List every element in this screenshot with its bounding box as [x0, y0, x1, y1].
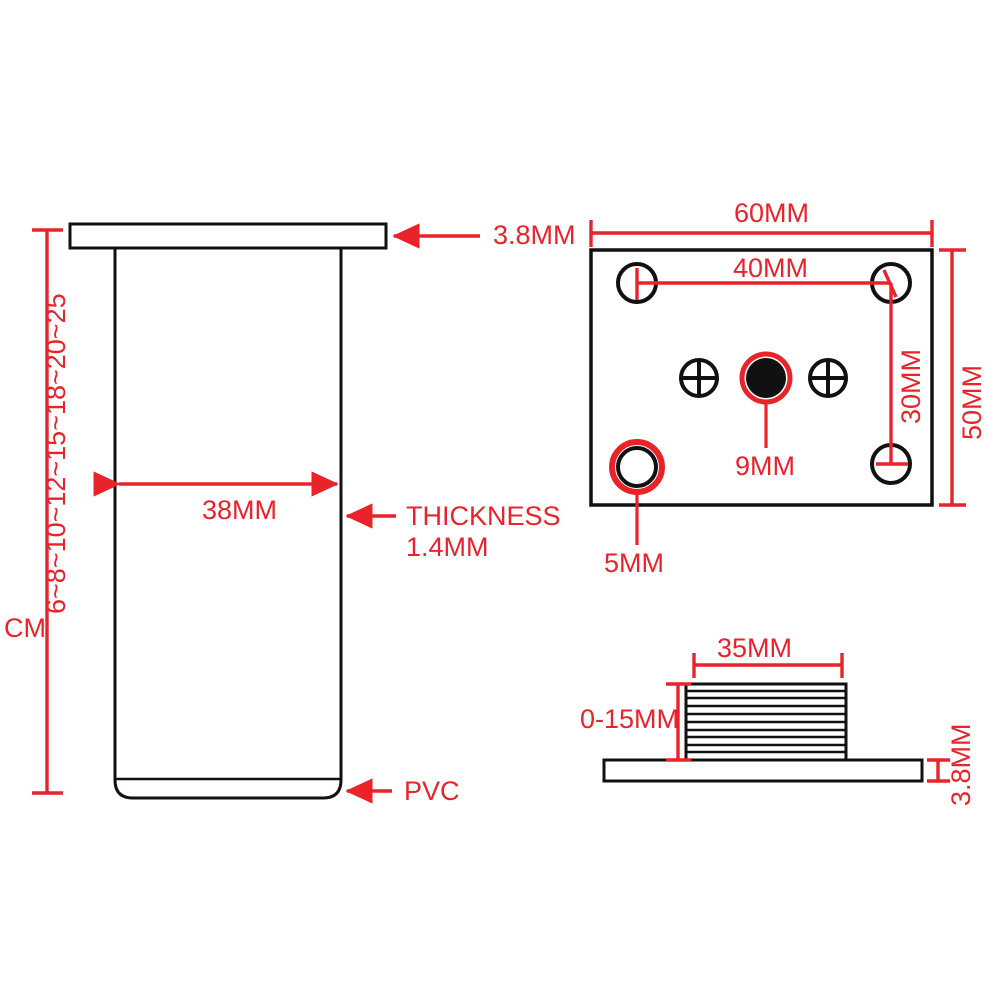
label-plate-height: 50MM [957, 364, 987, 440]
label-base-thickness: 3.8MM [946, 723, 976, 806]
dim-hole-spacing-horizontal [635, 268, 891, 300]
label-corner-hole-size: 5MM [604, 548, 664, 578]
leg-front-view [68, 222, 388, 800]
tube-body-outline [113, 248, 343, 800]
corner-hole-ring [609, 439, 665, 495]
dim-base-thickness [927, 758, 950, 783]
label-wall-thickness-title: THICKNESS [406, 501, 561, 531]
thread-ribs [686, 689, 846, 754]
center-hole-ring [739, 351, 793, 405]
label-hole-spacing-horizontal: 40MM [733, 253, 809, 283]
label-top-plate-thickness: 3.8MM [493, 220, 576, 250]
label-thread-width: 35MM [717, 633, 793, 663]
adjuster-side-view [602, 682, 924, 783]
plate-outline [589, 248, 934, 507]
label-wall-thickness-value: 1.4MM [406, 532, 489, 562]
dim-thread-width [692, 653, 844, 678]
corner-hole-bottom-left [616, 446, 658, 488]
crosshair-hole-right [808, 358, 848, 398]
dim-hole-spacing-vertical [876, 283, 908, 466]
center-hole-filled [746, 358, 786, 398]
label-pvc-material: PVC [404, 776, 460, 806]
dim-height-line [32, 228, 63, 795]
mounting-plate-view [589, 248, 934, 507]
label-hole-spacing-vertical: 30MM [896, 348, 926, 424]
label-plate-width: 60MM [734, 198, 810, 228]
label-tube-width: 38MM [202, 495, 278, 525]
label-center-hole-size: 9MM [735, 451, 795, 481]
label-adjust-range: 0-15MM [580, 704, 680, 734]
crosshair-hole-left [679, 358, 719, 398]
label-height-range: 6~8~10~12~15~18~20~25 [41, 293, 71, 614]
dim-plate-width [589, 220, 934, 247]
top-plate-outline [68, 222, 388, 250]
dim-plate-height [939, 248, 966, 507]
label-height-unit: CM [4, 613, 46, 643]
dim-adjust-range [666, 682, 691, 762]
